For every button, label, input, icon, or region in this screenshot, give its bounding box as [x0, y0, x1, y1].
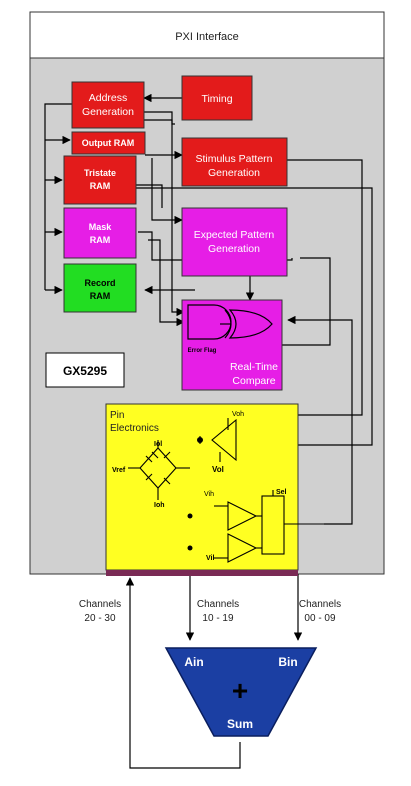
compare-line2: Compare [232, 375, 275, 387]
pin-electronics-line1: Pin [110, 410, 124, 421]
pin-electronics-line2: Electronics [110, 423, 159, 434]
channel-bus [106, 570, 298, 576]
stimulus-line2: Generation [208, 167, 260, 179]
compare-line1: Real-Time [230, 361, 278, 373]
mask-ram-block [63, 207, 137, 259]
address-line1: Address [89, 92, 128, 104]
record-line1: Record [84, 278, 115, 288]
voh-label: Voh [232, 411, 244, 418]
error-flag-label: Error Flag [188, 348, 217, 354]
channels-10-19-line1: Channels [197, 599, 239, 610]
vol-label: Vol [212, 465, 224, 474]
channels-20-30-line2: 20 - 30 [84, 613, 116, 624]
record-line2: RAM [90, 291, 111, 301]
xor-gate-icon [228, 309, 273, 339]
vref-label: Vref [112, 467, 126, 474]
expected-line2: Generation [208, 243, 260, 255]
address-line2: Generation [82, 106, 134, 118]
iol-label: Iol [154, 441, 162, 448]
vil-label: Vil [206, 555, 214, 562]
stimulus-pattern-block [181, 137, 288, 187]
vih-label: Vih [204, 491, 214, 498]
pxi-interface-label: PXI Interface [175, 31, 239, 43]
tristate-line2: RAM [90, 181, 111, 191]
timing-label: Timing [201, 93, 232, 105]
channels-00-09-line1: Channels [299, 599, 341, 610]
mask-line2: RAM [90, 235, 111, 245]
plus-symbol: + [232, 675, 248, 706]
channels-20-30-line1: Channels [79, 599, 121, 610]
sel-label: Sel [276, 489, 287, 496]
timing-block [181, 75, 253, 121]
bin-label: Bin [278, 655, 297, 669]
ain-label: Ain [184, 655, 203, 669]
expected-line1: Expected Pattern [194, 229, 275, 241]
ioh-label: Ioh [154, 502, 165, 509]
output-ram-label: Output RAM [82, 138, 134, 148]
sum-label: Sum [227, 717, 253, 731]
model-label: GX5295 [63, 364, 107, 378]
channels-10-19-line2: 10 - 19 [202, 613, 234, 624]
tristate-ram-block [63, 155, 137, 205]
output-ram-block [71, 131, 146, 155]
summer-block [164, 647, 318, 737]
tristate-line1: Tristate [84, 168, 116, 178]
pxi-interface-box [29, 11, 385, 59]
channels-00-09-line2: 00 - 09 [304, 613, 336, 624]
and-gate-icon [187, 304, 232, 340]
mask-line1: Mask [89, 222, 113, 232]
record-ram-block [63, 263, 137, 313]
address-generation-block [71, 81, 145, 129]
stimulus-line1: Stimulus Pattern [195, 153, 272, 165]
model-label-box [45, 352, 125, 388]
expected-pattern-block [181, 207, 288, 277]
